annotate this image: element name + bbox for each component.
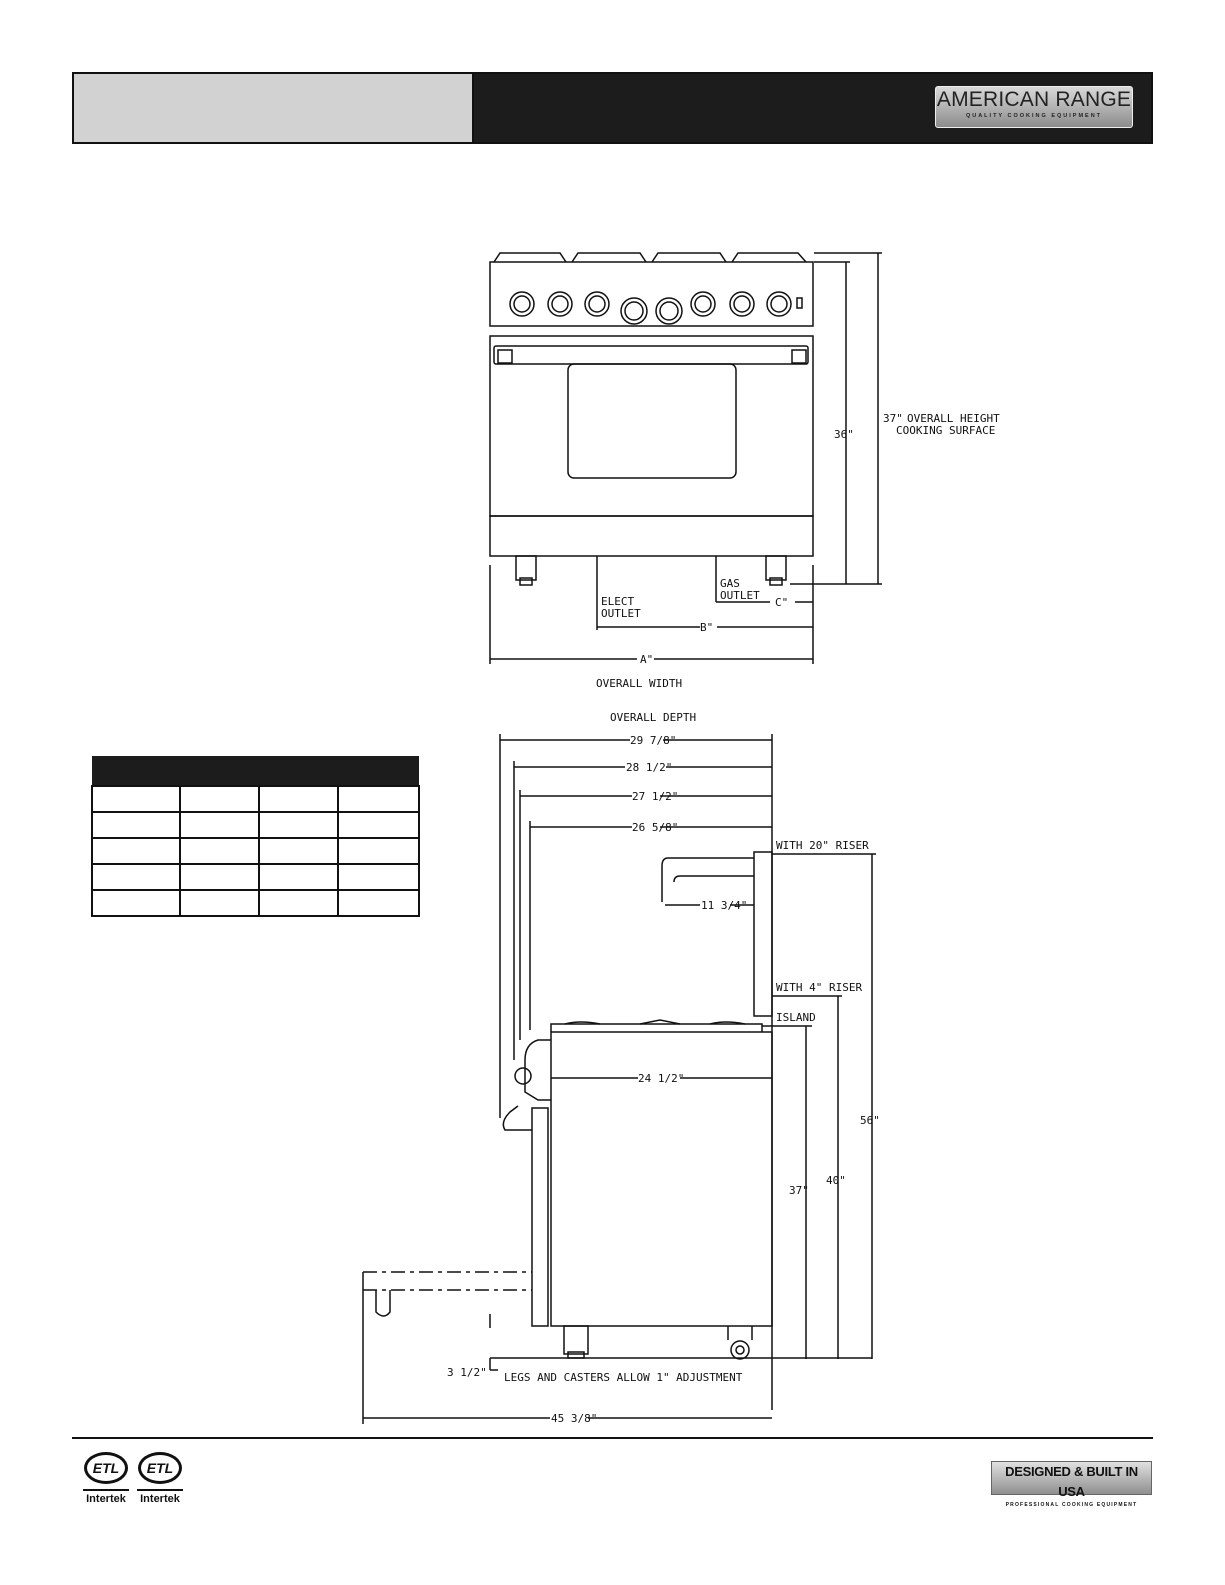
table-row: [91, 785, 420, 813]
page-header: AMERICAN RANGE QUALITY COOKING EQUIPMENT: [72, 72, 1153, 144]
table-cell: [91, 837, 181, 865]
spec-table-header-row: [92, 756, 419, 786]
riser-20-label: WITH 20" RISER: [776, 839, 869, 852]
body-depth: 24 1/2": [638, 1072, 684, 1085]
table-cell: [179, 889, 260, 917]
control-knobs: [509, 291, 803, 325]
cert-name-1: Intertek: [86, 1493, 126, 1505]
overall-width-label: OVERALL WIDTH: [596, 677, 682, 690]
footer-divider: [72, 1437, 1153, 1439]
table-row: [91, 837, 420, 865]
elect-outlet-label-1: ELECT: [601, 595, 634, 608]
table-cell: [337, 889, 420, 917]
table-cell: [258, 811, 339, 839]
table-cell: [258, 863, 339, 891]
overall-height-value: 37": [883, 412, 903, 425]
table-cell: [179, 837, 260, 865]
american-range-logo: AMERICAN RANGE QUALITY COOKING EQUIPMENT: [935, 86, 1133, 128]
etl-logo-icon: ETL: [138, 1452, 182, 1484]
dim-b: B": [700, 621, 713, 634]
elect-outlet-label-2: OUTLET: [601, 607, 641, 620]
table-cell: [337, 785, 420, 813]
table-cell: [179, 863, 260, 891]
riser-4-label: WITH 4" RISER: [776, 981, 862, 994]
height-56: 56": [860, 1114, 880, 1127]
cooking-surface-value: 36": [834, 428, 854, 441]
table-row: [91, 811, 420, 839]
cert-divider: [137, 1489, 183, 1491]
shelf-depth: 11 3/4": [701, 899, 747, 912]
designed-built-usa-badge: DESIGNED & BUILT IN USA PROFESSIONAL COO…: [991, 1461, 1152, 1508]
logo-tagline: QUALITY COOKING EQUIPMENT: [965, 113, 1103, 119]
table-cell: [258, 785, 339, 813]
usa-badge-text: DESIGNED & BUILT IN USA: [1005, 1464, 1138, 1499]
dim-a: A": [640, 653, 653, 666]
depth-26-5-8: 26 5/8": [632, 821, 678, 834]
table-cell: [91, 863, 181, 891]
island-label: ISLAND: [776, 1011, 816, 1024]
table-cell: [337, 811, 420, 839]
table-row: [91, 889, 420, 917]
etl-logo-icon: ETL: [84, 1452, 128, 1484]
leg-height: 3 1/2": [447, 1366, 487, 1379]
cert-divider: [83, 1489, 129, 1491]
header-title-panel: [74, 74, 474, 142]
table-cell: [179, 785, 260, 813]
gas-outlet-label-2: OUTLET: [720, 589, 760, 602]
etl-cert-mark-2: ETL Intertek: [134, 1452, 186, 1510]
spec-table: [91, 756, 420, 917]
depth-28-1-2: 28 1/2": [626, 761, 672, 774]
side-view-range: [362, 734, 876, 1424]
depth-29-7-8: 29 7/8": [630, 734, 676, 747]
adjustment-note: LEGS AND CASTERS ALLOW 1" ADJUSTMENT: [504, 1371, 743, 1384]
etl-cert-mark-1: ETL Intertek: [80, 1452, 132, 1510]
spec-table-header: [92, 756, 419, 786]
table-cell: [91, 889, 181, 917]
overall-depth-label: OVERALL DEPTH: [610, 711, 696, 724]
table-cell: [179, 811, 260, 839]
overall-height-label: OVERALL HEIGHT: [907, 412, 1000, 425]
usa-badge-tagline: PROFESSIONAL COOKING EQUIPMENT: [1005, 1502, 1138, 1508]
cert-name-2: Intertek: [140, 1493, 180, 1505]
header-brand-panel: AMERICAN RANGE QUALITY COOKING EQUIPMENT: [474, 74, 1151, 142]
door-open-depth: 45 3/8": [551, 1412, 597, 1425]
depth-27-1-2: 27 1/2": [632, 790, 678, 803]
gas-outlet-label-1: GAS: [720, 577, 740, 590]
height-37: 37": [789, 1184, 809, 1197]
table-cell: [258, 837, 339, 865]
height-40: 40": [826, 1174, 846, 1187]
front-view-range: [489, 252, 882, 664]
cooking-surface-label: COOKING SURFACE: [896, 424, 995, 437]
table-cell: [91, 811, 181, 839]
table-cell: [91, 785, 181, 813]
logo-brand: AMERICAN RANGE: [936, 88, 1132, 111]
dim-c: C": [775, 596, 788, 609]
table-cell: [337, 863, 420, 891]
table-cell: [337, 837, 420, 865]
table-row: [91, 863, 420, 891]
table-cell: [258, 889, 339, 917]
